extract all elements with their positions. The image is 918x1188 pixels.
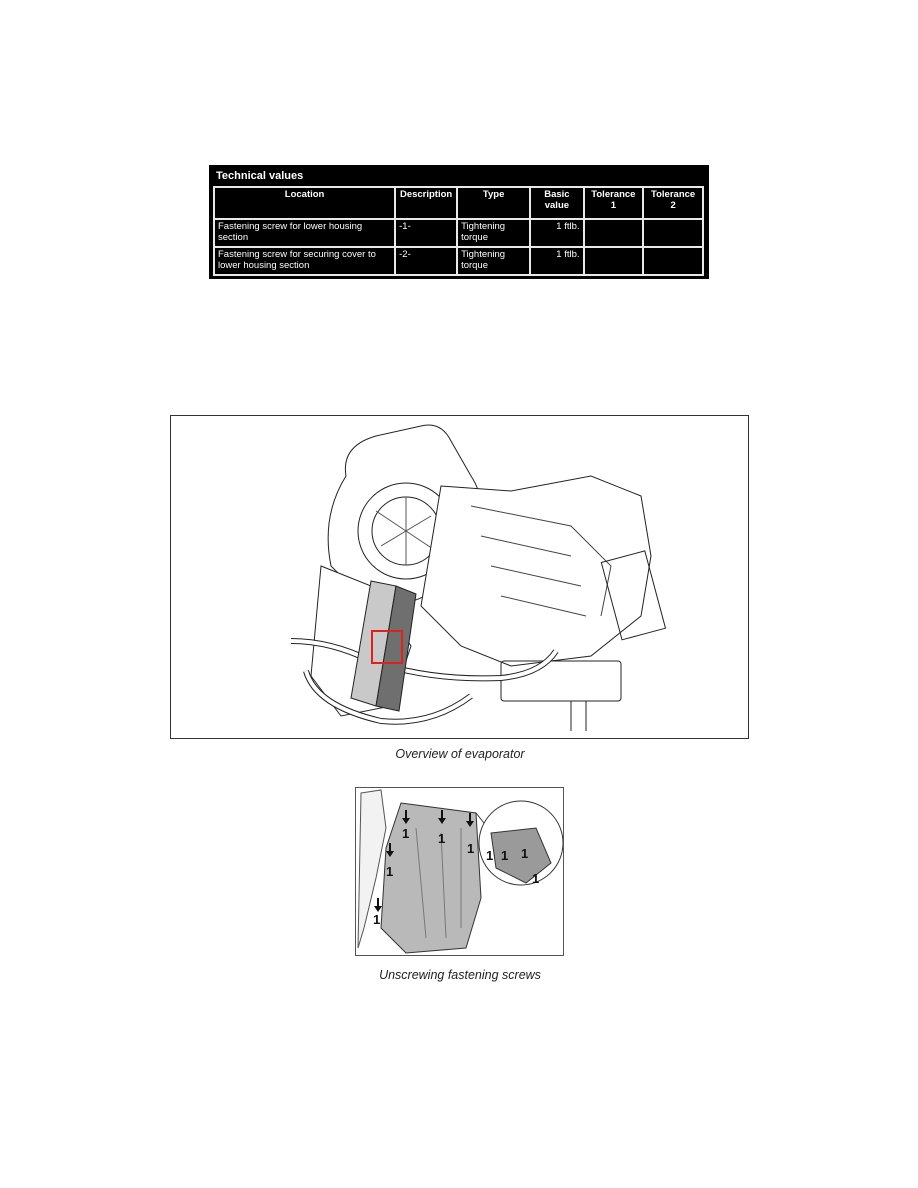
column-header-location: Location: [212, 186, 397, 220]
callout-1: 1: [486, 848, 493, 863]
fastening-screws-figure: 1 1 1 1 1 1 1 1 1: [355, 787, 564, 956]
table-row: Fastening screw for securing cover to lo…: [212, 246, 704, 276]
figure-caption: Unscrewing fastening screws: [379, 968, 541, 982]
callout-1: 1: [501, 848, 508, 863]
cell-tolerance-1: [582, 218, 645, 248]
column-header-basic-value: Basic value: [529, 186, 585, 220]
table-header-row: Location Description Type Basic value To…: [212, 186, 704, 220]
column-header-description: Description: [394, 186, 459, 220]
column-header-tolerance-2: Tolerance 2: [642, 186, 704, 220]
highlight-box: [371, 630, 403, 664]
callout-1: 1: [386, 864, 393, 879]
hvac-unit-illustration: [290, 424, 667, 731]
callout-1: 1: [438, 831, 445, 846]
callout-1: 1: [373, 912, 380, 927]
cell-basic-value: 1 ftlb.: [529, 218, 585, 248]
cell-description: -2-: [394, 246, 459, 276]
cell-tolerance-1: [582, 246, 645, 276]
cell-location: Fastening screw for lower housing sectio…: [212, 218, 397, 248]
figure-caption: Overview of evaporator: [395, 747, 525, 761]
cell-tolerance-2: [642, 246, 704, 276]
cell-location: Fastening screw for securing cover to lo…: [212, 246, 397, 276]
cell-basic-value: 1 ftlb.: [529, 246, 585, 276]
cell-type: Tightening torque: [456, 218, 532, 248]
technical-values-grid: Location Description Type Basic value To…: [212, 186, 704, 276]
callout-1: 1: [402, 826, 409, 841]
column-header-tolerance-1: Tolerance 1: [582, 186, 645, 220]
evaporator-overview-figure: [170, 415, 749, 739]
table-row: Fastening screw for lower housing sectio…: [212, 218, 704, 248]
lower-housing-illustration: 1 1 1 1 1 1 1 1 1: [357, 789, 563, 954]
callout-1: 1: [532, 871, 539, 886]
cell-type: Tightening torque: [456, 246, 532, 276]
callout-1: 1: [467, 841, 474, 856]
technical-values-table: Technical values Location Description Ty…: [209, 165, 709, 279]
column-header-type: Type: [456, 186, 532, 220]
table-title: Technical values: [216, 170, 304, 182]
cell-description: -1-: [394, 218, 459, 248]
cell-tolerance-2: [642, 218, 704, 248]
callout-1: 1: [521, 846, 528, 861]
